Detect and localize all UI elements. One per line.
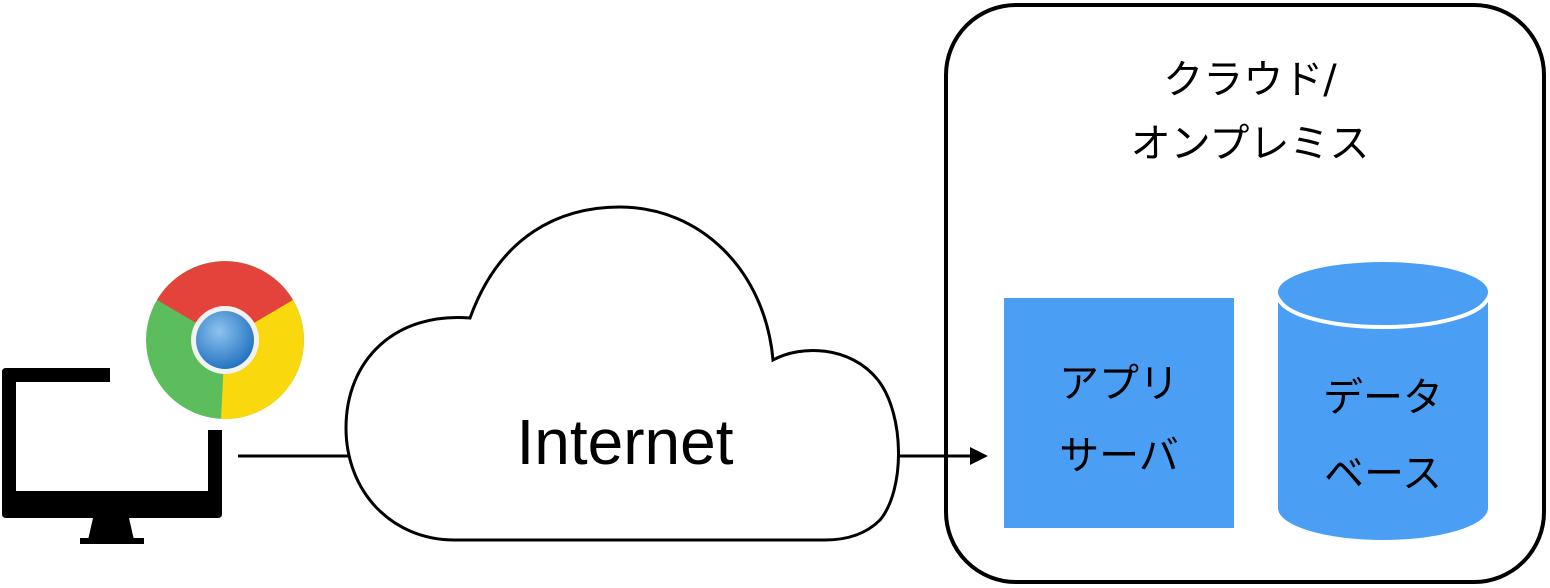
cloud-icon [344, 205, 900, 542]
region-label: クラウド/ オンプレミス [1130, 57, 1370, 167]
internet-label: Internet [516, 406, 734, 478]
arrowhead-icon [970, 447, 988, 465]
region-box [944, 3, 1546, 584]
database-label: データ ベース [1323, 375, 1443, 497]
database-icon [1276, 261, 1490, 540]
monitor-icon [2, 368, 222, 544]
app-server-box [1004, 298, 1234, 528]
app-server-label: アプリ サーバ [1059, 361, 1179, 479]
chrome-icon [146, 261, 304, 420]
